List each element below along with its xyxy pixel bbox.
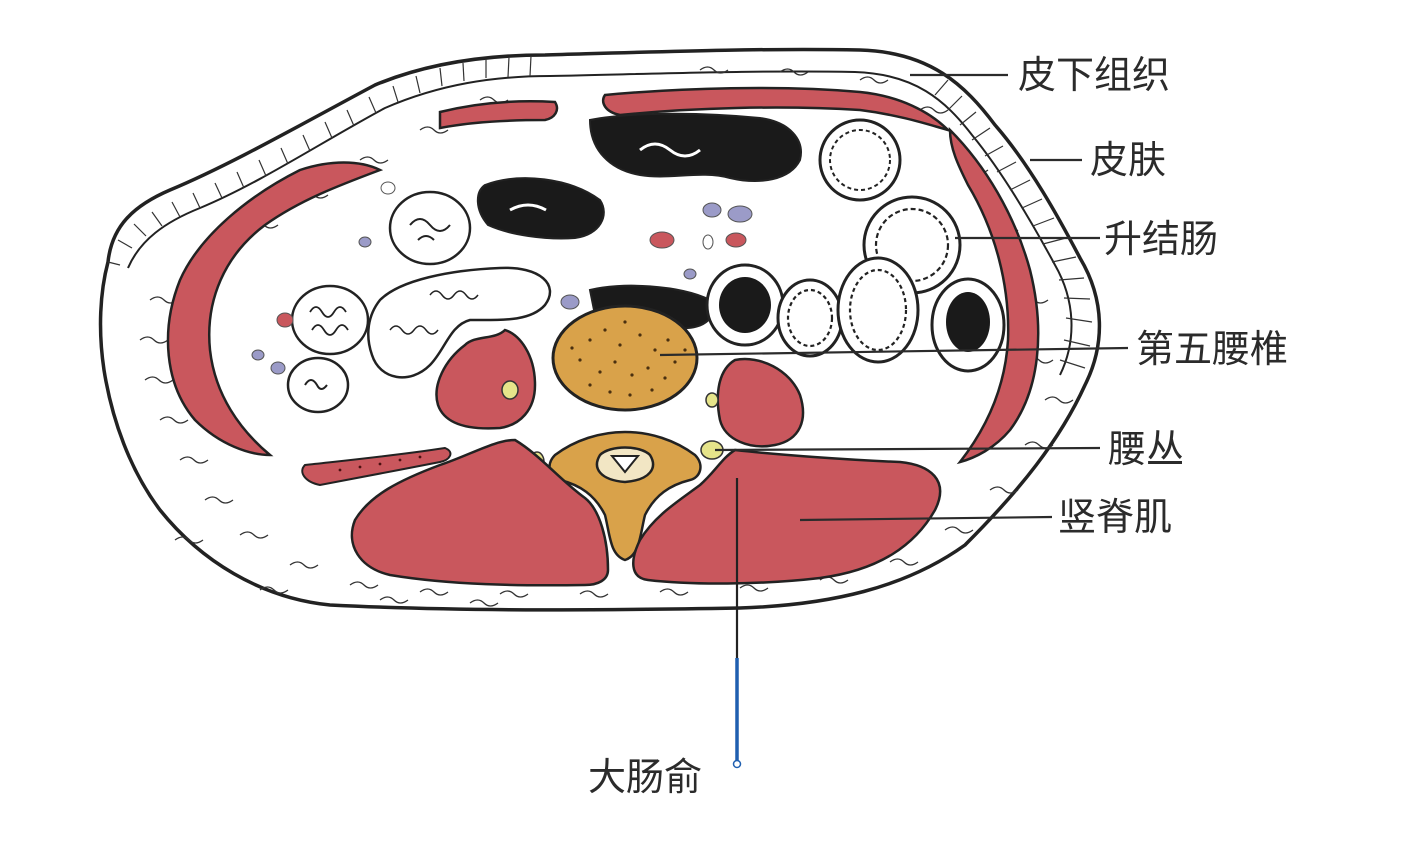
- erector-spinae-right: [632, 448, 942, 585]
- skin-outer-contour: [98, 47, 1102, 612]
- bowel-loop-1: [388, 190, 472, 266]
- skin-hatching: [107, 55, 1093, 369]
- quadratus-lumborum: [301, 446, 452, 487]
- colon-loop-r1: [818, 118, 902, 202]
- transverse-colon: [588, 112, 802, 182]
- bone-stipple: [570, 320, 687, 397]
- abdominal-wall-muscle-right: [948, 126, 1040, 465]
- leader-lumbar-plexus: [714, 446, 1101, 452]
- label-ascending-colon: 升结肠: [1104, 217, 1218, 261]
- erector-spinae-left: [350, 438, 610, 587]
- label-subcutaneous: 皮下组织: [1018, 53, 1170, 97]
- leader-erector-spinae: [799, 515, 1053, 522]
- abdominal-wall-muscle-top-left: [438, 100, 559, 130]
- label-acupoint: 大肠俞: [588, 755, 702, 799]
- bowel-loops: [286, 112, 1006, 414]
- leader-l5: [659, 346, 1129, 357]
- vertebral-arch: [548, 430, 702, 562]
- leader-lines: [659, 73, 1129, 522]
- label-skin: 皮肤: [1090, 138, 1166, 182]
- needle-handle: [732, 759, 742, 769]
- skin-inner-contour: [127, 70, 1073, 376]
- label-erector-spinae: 竖脊肌: [1058, 495, 1172, 539]
- bowel-loop-2: [290, 284, 370, 356]
- psoas-right: [716, 357, 805, 448]
- abdominal-wall-muscle-left: [166, 161, 384, 457]
- nerve-right: [705, 392, 719, 408]
- vessels: [251, 181, 753, 375]
- label-l5-vertebra: 第五腰椎: [1136, 327, 1288, 371]
- psoas-left: [435, 328, 537, 430]
- nerve-left: [501, 380, 519, 400]
- label-lumbar-plexus: 腰丛: [1108, 427, 1184, 471]
- bowel-loop-4: [367, 266, 552, 379]
- spinal-cord: [609, 455, 641, 474]
